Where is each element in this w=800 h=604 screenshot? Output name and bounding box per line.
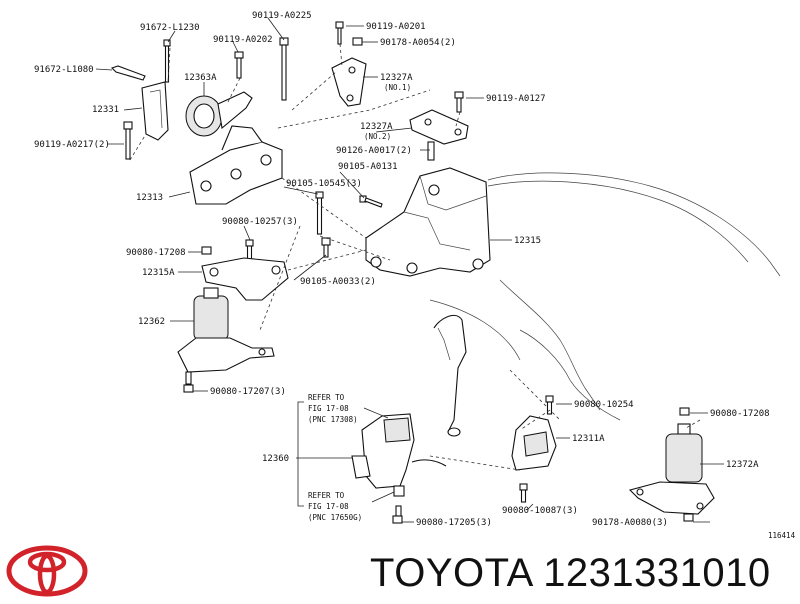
label-90119-A0127[interactable]: 90119-A0127 (486, 94, 546, 104)
bolt-90105-10545[interactable] (315, 191, 324, 235)
label-90119-A0217[interactable]: 90119-A0217(2) (34, 140, 110, 150)
label-91672-L1230[interactable]: 91672-L1230 (140, 23, 200, 33)
label-90178-A0080[interactable]: 90178-A0080(3) (592, 518, 668, 528)
toyota-logo (6, 545, 88, 597)
part-12331-bracket[interactable] (141, 81, 169, 141)
brand-name: TOYOTA (370, 551, 532, 595)
refer-to-2-line2: FIG 17-08 (308, 502, 349, 511)
label-12315[interactable]: 12315 (514, 236, 541, 246)
label-12372A[interactable]: 12372A (726, 460, 759, 470)
refer-to-1-line3[interactable]: (PNC 17308) (308, 415, 358, 424)
label-no1: (NO.1) (384, 83, 411, 92)
bolt-90080-10257[interactable] (245, 239, 254, 261)
label-90105-10545[interactable]: 90105-10545(3) (286, 179, 362, 189)
bolt-90105-A0033[interactable] (321, 237, 331, 258)
nut-90080-17205[interactable] (392, 515, 403, 524)
part-12315-engine-bracket[interactable] (365, 167, 491, 277)
bolt-90105-A0131[interactable] (359, 195, 383, 208)
label-12362[interactable]: 12362 (138, 317, 165, 327)
refer-to-1-line2: FIG 17-08 (308, 404, 349, 413)
label-90080-17207[interactable]: 90080-17207(3) (210, 387, 286, 397)
bolt-91672-L1230[interactable] (163, 39, 171, 83)
engine-outline (429, 172, 781, 421)
part-12363A-insulator[interactable] (185, 91, 253, 137)
label-90126-A0017[interactable]: 90126-A0017(2) (336, 146, 412, 156)
label-12360[interactable]: 12360 (262, 454, 289, 464)
part-12311A-bracket[interactable] (511, 415, 557, 471)
refer-to-2-line3[interactable]: (PNC 17650G) (308, 513, 362, 522)
label-90080-10087[interactable]: 90080-10087(3) (502, 506, 578, 516)
label-90119-A0201[interactable]: 90119-A0201 (366, 22, 426, 32)
part-number: 1231331010 (543, 551, 771, 595)
label-90080-17205[interactable]: 90080-17205(3) (416, 518, 492, 528)
bolt-90119-A0217[interactable] (123, 121, 133, 160)
label-no2: (NO.2) (364, 132, 391, 141)
label-12363A[interactable]: 12363A (184, 73, 217, 83)
callout-labels: 91672-L1230 90119-A0225 90119-A0201 9017… (34, 11, 796, 540)
assembly-dash-lines (129, 43, 701, 471)
leader-lines (95, 17, 724, 523)
nut-90080-17208-right[interactable] (679, 407, 690, 416)
refer-to-1-line1: REFER TO (308, 393, 345, 402)
label-90105-A0033[interactable]: 90105-A0033(2) (300, 277, 376, 287)
label-12327A-no1[interactable]: 12327A (380, 73, 413, 83)
bolt-90119-A0127[interactable] (454, 91, 464, 113)
bolt-90126-A0017[interactable] (427, 141, 435, 161)
label-12327A-no2[interactable]: 12327A (360, 122, 393, 132)
bolt-91672-L1080[interactable] (110, 65, 146, 81)
part-12362-engine-mount[interactable] (177, 287, 275, 385)
part-12327A-no2-bracket[interactable] (409, 109, 469, 145)
nut-90080-17208-left[interactable] (201, 246, 212, 255)
bolt-90119-A0202[interactable] (234, 51, 244, 79)
label-12313[interactable]: 12313 (136, 193, 163, 203)
part-12372A-engine-mount[interactable] (628, 423, 715, 522)
label-90080-10254[interactable]: 90080-10254 (574, 400, 634, 410)
part-control-rod[interactable] (433, 314, 467, 437)
bolt-90080-10254[interactable] (545, 395, 554, 415)
part-12327A-no1-bracket[interactable] (331, 57, 367, 107)
bolt-90080-17207[interactable] (183, 384, 194, 393)
label-90178-A0054[interactable]: 90178-A0054(2) (380, 38, 456, 48)
brand-title: TOYOTA 1231331010 (370, 546, 800, 600)
part-12360-mount-assembly[interactable] (351, 413, 447, 517)
refer-to-2-line1: REFER TO (308, 491, 345, 500)
label-90080-17208-right[interactable]: 90080-17208 (710, 409, 770, 419)
nut-90178-A0054[interactable] (352, 37, 363, 46)
part-12313-mount-bracket[interactable] (189, 125, 283, 205)
label-90080-17208-left[interactable]: 90080-17208 (126, 248, 186, 258)
bolt-90119-A0201[interactable] (335, 21, 344, 45)
label-90119-A0225[interactable]: 90119-A0225 (252, 11, 312, 21)
label-90080-10257[interactable]: 90080-10257(3) (222, 217, 298, 227)
bolt-90119-A0225[interactable] (279, 37, 289, 101)
label-91672-L1080[interactable]: 91672-L1080 (34, 65, 94, 75)
label-90119-A0202[interactable]: 90119-A0202 (213, 35, 273, 45)
part-12315A-bracket[interactable] (201, 257, 289, 301)
bolt-90080-10087[interactable] (519, 483, 528, 503)
label-90105-A0131[interactable]: 90105-A0131 (338, 162, 398, 172)
label-12331[interactable]: 12331 (92, 105, 119, 115)
figure-id: 116414 (768, 531, 796, 540)
label-12315A[interactable]: 12315A (142, 268, 175, 278)
label-12311A[interactable]: 12311A (572, 434, 605, 444)
